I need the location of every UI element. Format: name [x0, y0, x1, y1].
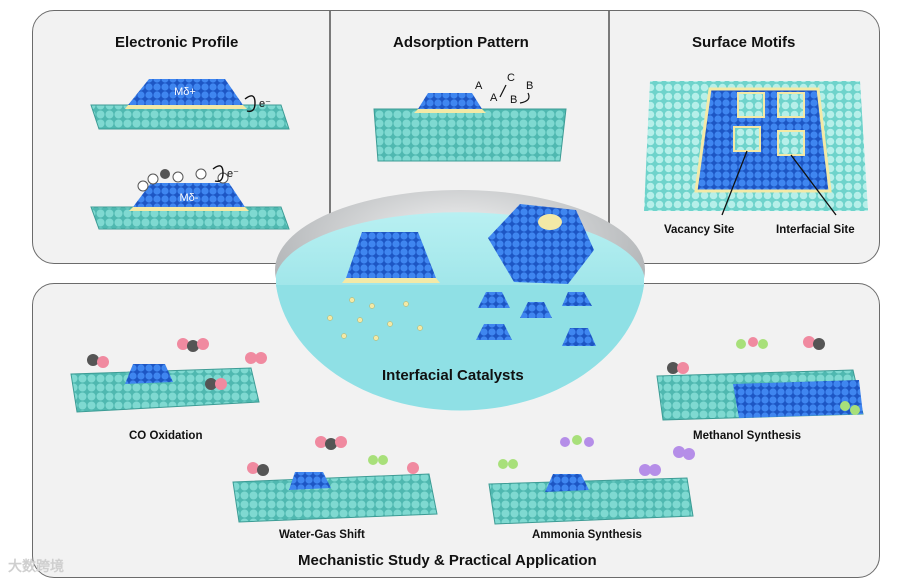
- site-b-label-1: B: [526, 80, 533, 92]
- surface-motifs-illustration: Vacancy Site Interfacial Site: [644, 81, 868, 236]
- ammonia-synthesis-label: Ammonia Synthesis: [532, 529, 642, 541]
- migration-arrow-2: [519, 92, 530, 104]
- surface-motifs-title: Surface Motifs: [692, 34, 796, 51]
- vacancy-site-label: Vacancy Site: [664, 224, 734, 236]
- metal-delta-minus-label: Mδ-: [180, 192, 199, 204]
- adsorption-pattern-panel: Adsorption Pattern A A C B B: [330, 11, 608, 263]
- watermark: 大数跨境: [8, 558, 64, 574]
- bottom-panel-title: Mechanistic Study & Practical Applicatio…: [298, 552, 597, 569]
- top-divider-2: [608, 11, 610, 263]
- methanol-synthesis-label: Methanol Synthesis: [693, 430, 801, 442]
- migration-arrow-1: [499, 84, 507, 98]
- metal-cluster-lower: [133, 183, 245, 207]
- bottom-panel: CO Oxidation Methanol Synthesis Water-Ga…: [32, 283, 880, 578]
- electron-transfer-arrow-upper: [244, 95, 256, 113]
- site-b-label-2: B: [510, 94, 517, 106]
- adsorption-pattern-illustration: A A C B B: [373, 72, 567, 162]
- metal-cluster-upper: [128, 79, 243, 105]
- adsorption-pattern-title: Adsorption Pattern: [393, 34, 529, 51]
- water-gas-shift-label: Water-Gas Shift: [279, 529, 365, 541]
- interfacial-catalysts-title: Interfacial Catalysts: [382, 367, 524, 384]
- co-oxidation-label: CO Oxidation: [129, 430, 203, 442]
- interfacial-pointer: [790, 154, 837, 216]
- water-gas-shift-model: [232, 436, 438, 523]
- metal-delta-plus-label: Mδ+: [174, 86, 196, 98]
- ammonia-synthesis-model: [488, 435, 695, 525]
- surface-motifs-panel: Surface Motifs Vacancy Site Interfacial …: [610, 11, 881, 263]
- top-divider-1: [329, 11, 331, 263]
- site-c-label: C: [507, 72, 515, 84]
- electron-label-lower: e⁻: [227, 168, 239, 180]
- interface-rim: [414, 109, 486, 113]
- interfacial-site-label: Interfacial Site: [776, 224, 855, 236]
- site-a-label-2: A: [490, 92, 498, 104]
- methanol-synthesis-model: [656, 336, 864, 421]
- electronic-profile-title: Electronic Profile: [115, 34, 239, 51]
- site-a-label-1: A: [475, 80, 483, 92]
- co-oxidation-model: [70, 338, 267, 413]
- support-block: [373, 108, 567, 162]
- metal-island: [418, 93, 482, 109]
- top-panel: Electronic Profile Mδ+: [32, 10, 880, 264]
- vacancy-motifs: [733, 92, 805, 156]
- interface-layer-lower: [129, 207, 249, 211]
- electron-label-upper: e⁻: [259, 98, 271, 110]
- interface-layer-upper: [125, 105, 247, 109]
- electronic-profile-panel: Electronic Profile Mδ+: [33, 11, 329, 263]
- applications-illustration: [70, 336, 864, 525]
- electron-transfer-arrow-lower: [212, 165, 224, 183]
- vacancy-pointer: [721, 150, 748, 216]
- electronic-profile-illustration: Mδ+ e⁻ Mδ- e⁻: [90, 79, 290, 230]
